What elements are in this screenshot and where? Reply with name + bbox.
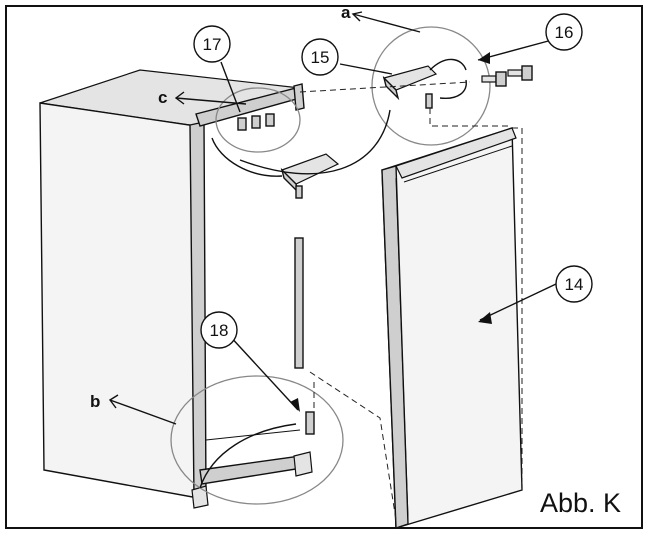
rotate-arrow-top bbox=[429, 58, 467, 71]
callout-15-leader bbox=[339, 63, 393, 75]
view-letter-c: c bbox=[158, 88, 167, 107]
cover-clip-2 bbox=[251, 115, 261, 129]
guide-line-top bbox=[299, 81, 471, 93]
door-inner-line bbox=[395, 177, 409, 519]
screw-lower bbox=[507, 65, 533, 81]
view-b-leader bbox=[109, 399, 177, 425]
loose-hinge-part bbox=[280, 153, 340, 199]
hinge-pin bbox=[425, 93, 433, 109]
door-left-edge bbox=[381, 165, 409, 529]
cover-clip-3 bbox=[265, 113, 275, 127]
cabinet-hinge-post bbox=[293, 83, 305, 111]
callout-18-circle bbox=[200, 311, 238, 349]
callout-16-circle bbox=[545, 13, 583, 51]
view-letter-a: a bbox=[341, 3, 351, 22]
cabinet-bottom-rail bbox=[199, 455, 303, 485]
detail-bottom bbox=[170, 375, 344, 505]
callout-17-circle bbox=[193, 25, 231, 63]
view-a-leader bbox=[352, 13, 421, 33]
callout-15-circle bbox=[301, 38, 339, 76]
view-letter-b: b bbox=[90, 392, 100, 411]
view-c-arrowhead bbox=[174, 91, 185, 105]
cabinet-left-side bbox=[39, 102, 199, 499]
cabinet-foot-left bbox=[191, 485, 209, 509]
callout-16-leader bbox=[477, 39, 553, 61]
bottom-move-arrow bbox=[199, 423, 297, 489]
cabinet-foot-right bbox=[293, 451, 313, 477]
door-panel bbox=[381, 127, 523, 529]
callout-15-label: 15 bbox=[311, 48, 330, 67]
detail-circle-c bbox=[215, 87, 301, 153]
callout-18-label: 18 bbox=[210, 321, 229, 340]
view-a-arrowhead bbox=[351, 11, 363, 22]
bottom-pin bbox=[305, 411, 315, 435]
callout-14-arrowhead bbox=[478, 312, 492, 324]
hinge-bracket-side bbox=[382, 75, 400, 101]
detail-top-right bbox=[371, 26, 533, 146]
detail-circle-b bbox=[170, 375, 344, 505]
door-top-inner-line bbox=[403, 145, 513, 183]
callout-18-arrowhead bbox=[290, 398, 300, 412]
view-c-leader bbox=[175, 97, 247, 105]
screw-upper bbox=[481, 71, 507, 87]
figure-caption: Abb. K bbox=[540, 488, 621, 518]
callout-14-leader bbox=[479, 283, 557, 321]
callout-16: 16 bbox=[545, 13, 583, 51]
callout-14: 14 bbox=[555, 265, 593, 303]
callout-18-leader bbox=[227, 333, 299, 411]
guide-line-door-top bbox=[429, 108, 512, 127]
guide-line-door-right bbox=[512, 127, 523, 490]
view-b-arrowhead bbox=[108, 394, 119, 409]
callout-17-label: 17 bbox=[203, 35, 222, 54]
guide-line-door-bottom bbox=[309, 371, 397, 521]
door-top-edge bbox=[395, 127, 517, 179]
loose-hinge-pin bbox=[295, 185, 303, 199]
callout-15: 15 bbox=[301, 38, 339, 76]
callout-18: 18 bbox=[200, 311, 238, 349]
cabinet-body bbox=[39, 69, 313, 509]
callout-17: 17 bbox=[193, 25, 231, 63]
detail-circle-a bbox=[371, 26, 491, 146]
rotate-arrow-side bbox=[439, 79, 467, 99]
detail-top-left bbox=[215, 87, 301, 153]
move-arrow-curve bbox=[239, 109, 391, 175]
callout-14-label: 14 bbox=[565, 275, 584, 294]
move-arrow-lower bbox=[211, 137, 283, 177]
cover-clip-1 bbox=[237, 117, 247, 131]
callout-14-circle bbox=[555, 265, 593, 303]
figure-frame bbox=[5, 5, 643, 529]
callout-16-label: 16 bbox=[555, 23, 574, 42]
callout-16-arrowhead bbox=[478, 52, 490, 64]
door-seal-strip bbox=[294, 237, 304, 369]
